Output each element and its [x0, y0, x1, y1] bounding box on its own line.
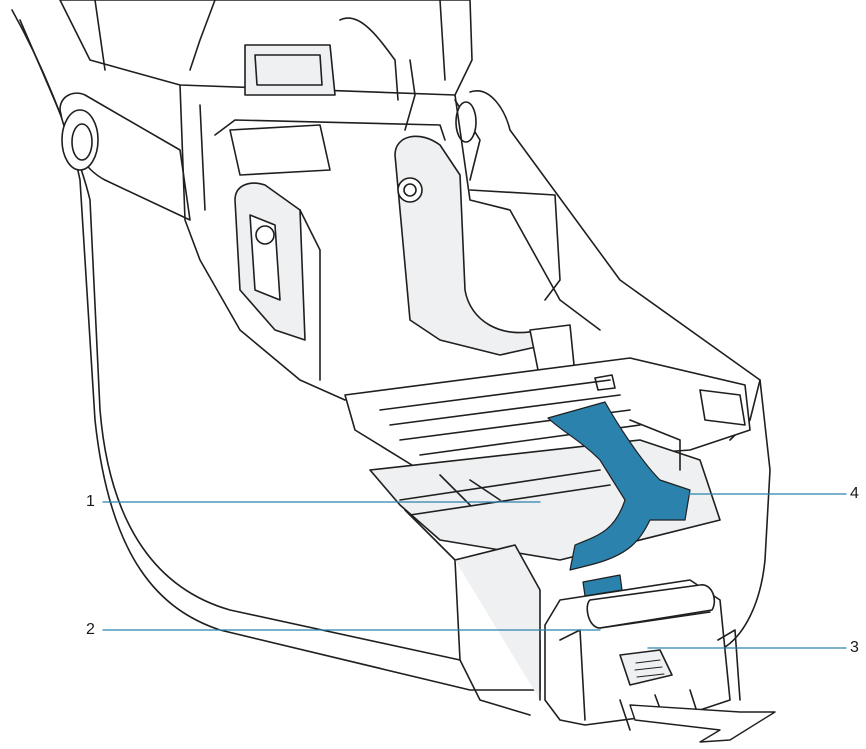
- printer-lid: [59, 0, 473, 131]
- callout-label-1: 1: [86, 493, 95, 510]
- media-path-bed: [344, 357, 751, 471]
- callout-label-3: 3: [850, 639, 859, 656]
- callout-label-2: 2: [86, 621, 95, 638]
- callout-label-4: 4: [850, 485, 859, 502]
- callout-leaders: [102, 493, 847, 649]
- media-guide-left: [234, 182, 321, 381]
- front-housing-left: [404, 509, 541, 716]
- liner-exit-arrow: [629, 704, 776, 743]
- media-compartment: [179, 84, 601, 401]
- dispenser-door: [544, 579, 741, 731]
